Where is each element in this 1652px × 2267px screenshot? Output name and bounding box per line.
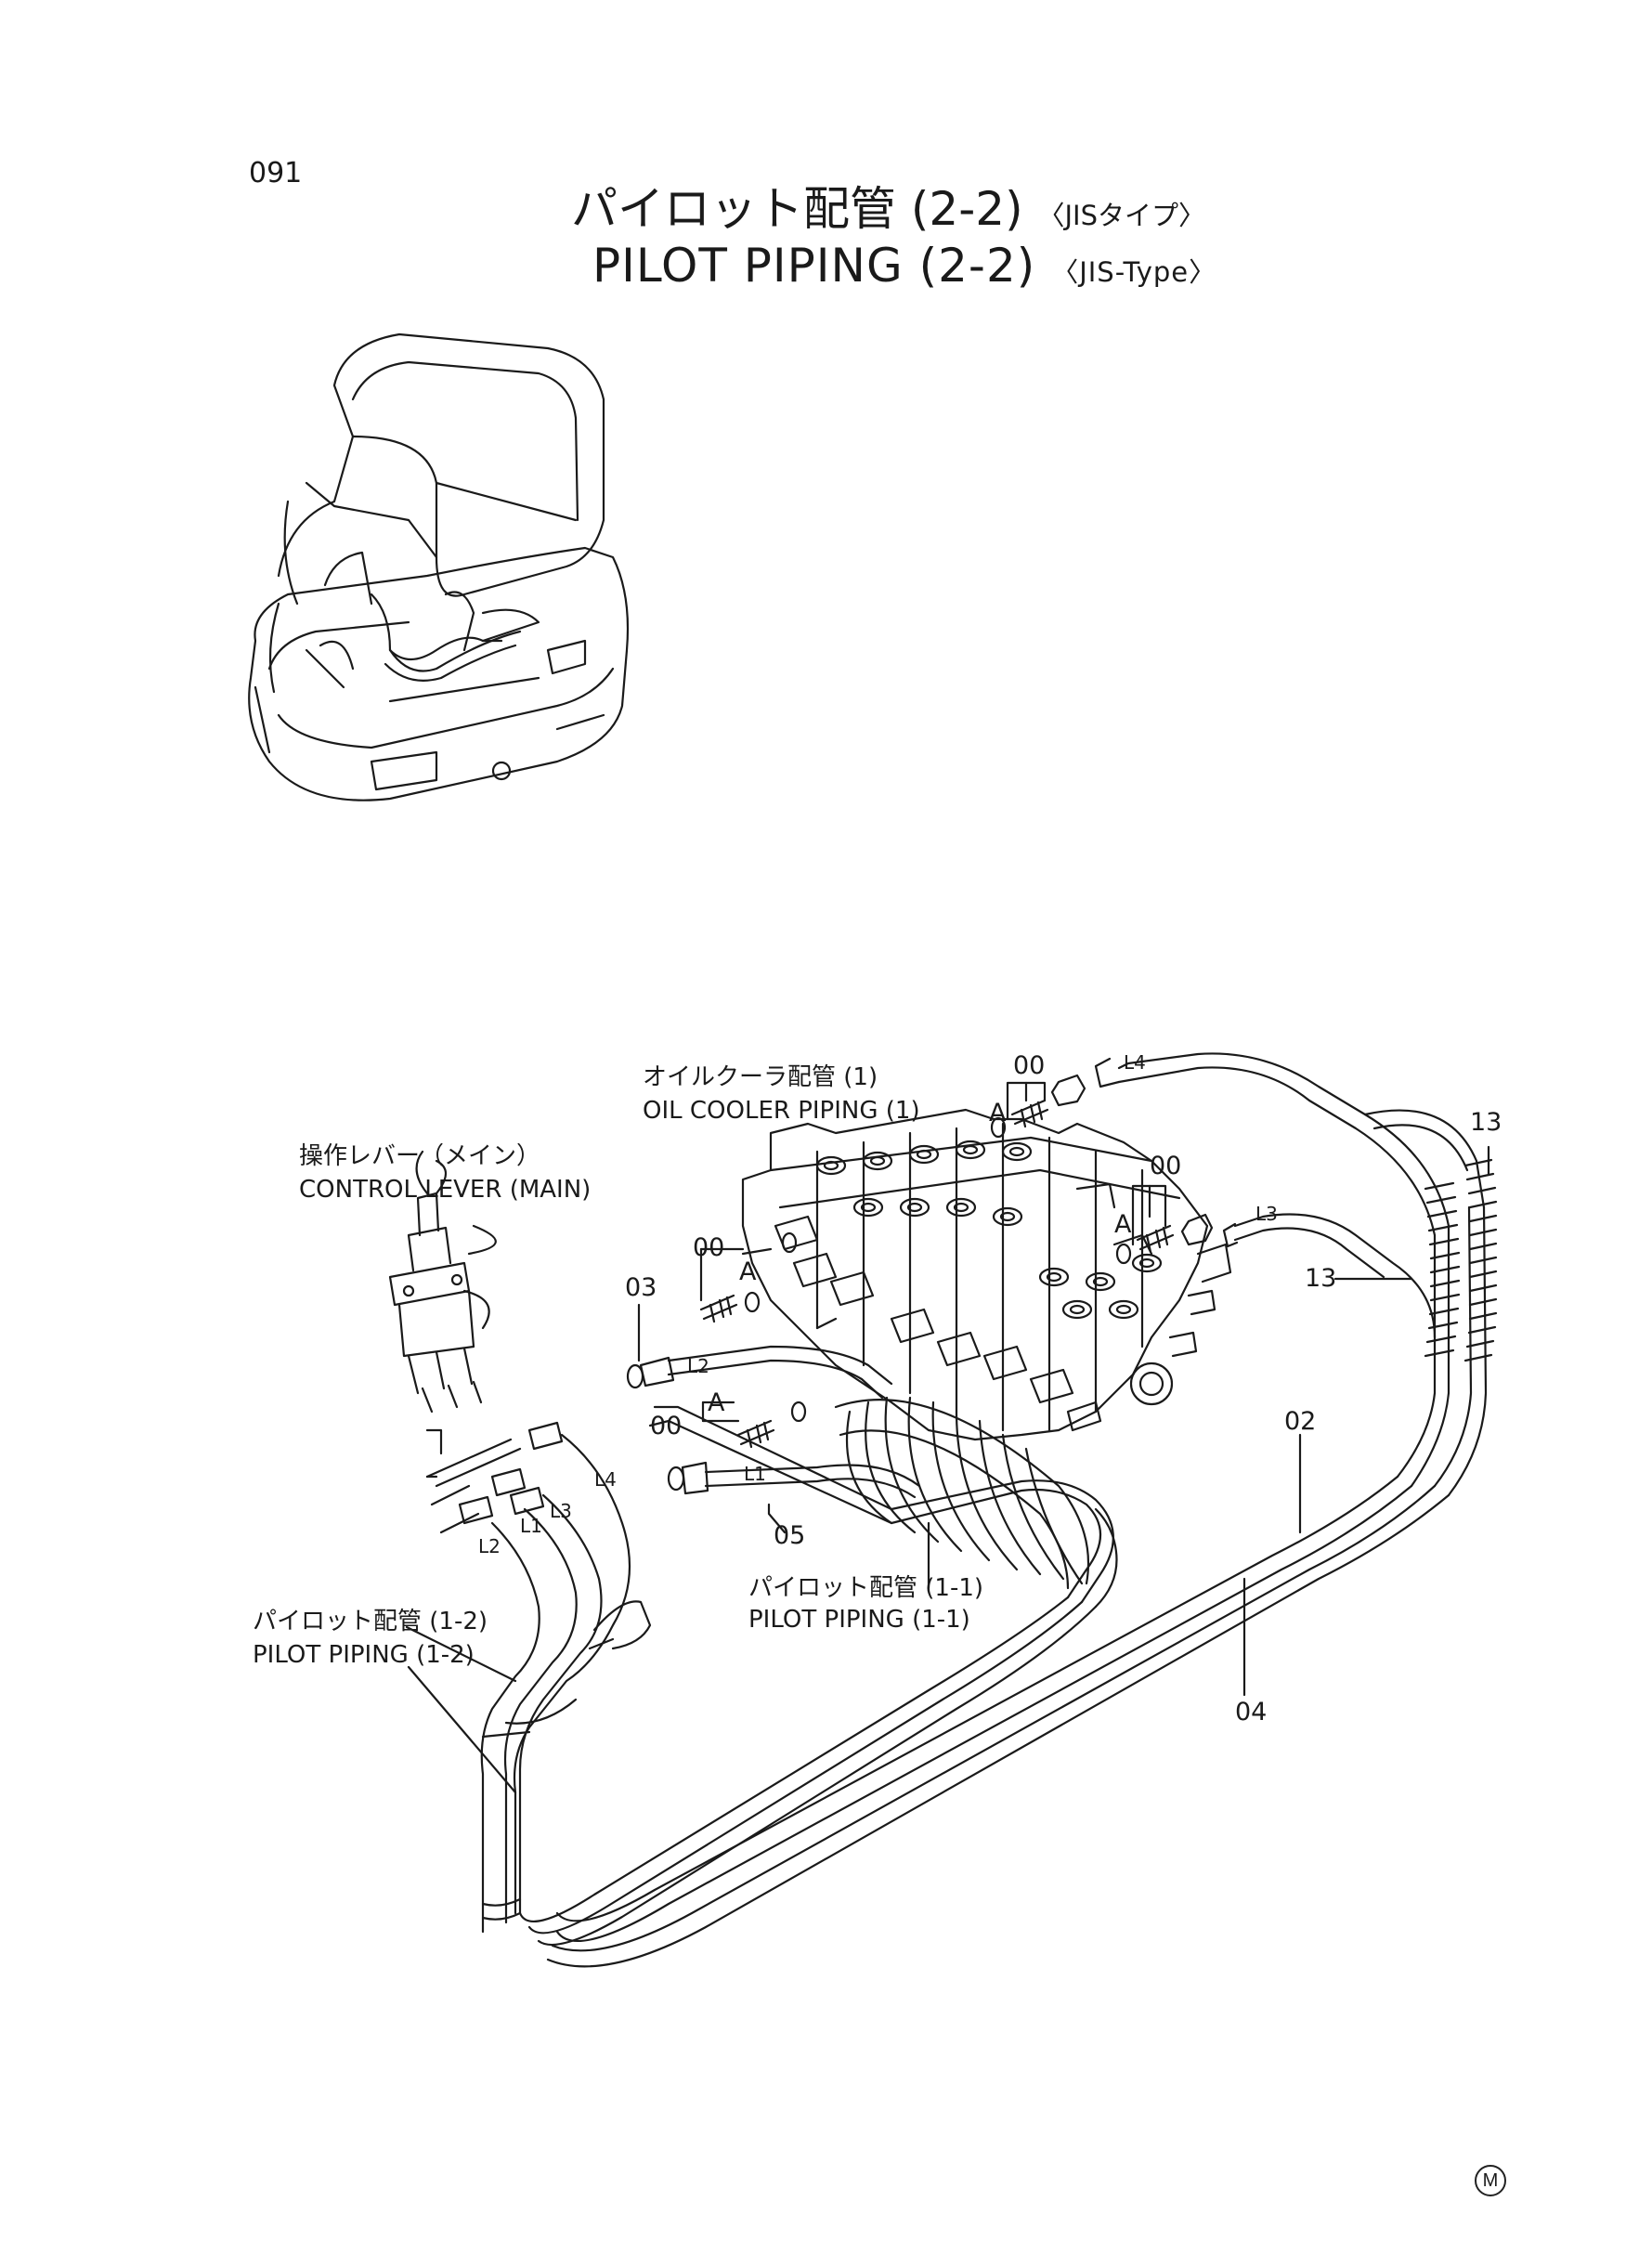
callout-00: 00: [693, 1233, 725, 1262]
page-number: 091: [249, 157, 303, 189]
label-pilot-11-en: PILOT PIPING (1-1): [748, 1606, 970, 1634]
label-pilot-11-jp: パイロット配管 (1-1): [748, 1574, 984, 1602]
line-tag-l3: L3: [550, 1500, 572, 1522]
label-pilot-12-jp: パイロット配管 (1-2): [253, 1608, 488, 1635]
line-tag-l3: L3: [1255, 1203, 1278, 1225]
label-pilot-12-en: PILOT PIPING (1-2): [253, 1641, 475, 1669]
line-tag-l2: L2: [687, 1355, 709, 1377]
long-hoses: [518, 1231, 1450, 1968]
hose-bundle-right: [990, 1052, 1498, 1497]
callout-04: 04: [1235, 1698, 1268, 1726]
leader-lines: [405, 1081, 1490, 1794]
title-jp-sub: 〈JISタイプ〉: [1037, 200, 1205, 231]
callout-A: A: [739, 1257, 757, 1286]
page-title-en: PILOT PIPING (2-2) 〈JIS-Type〉: [592, 242, 1216, 289]
line-tag-l4: L4: [594, 1468, 617, 1491]
page-title-jp: パイロット配管 (2-2) 〈JISタイプ〉: [571, 186, 1205, 232]
label-oil-cooler-en: OIL COOLER PIPING (1): [643, 1097, 920, 1125]
control-valve-illustration: [741, 1108, 1232, 1441]
line-tag-l1: L1: [744, 1463, 766, 1485]
label-control-lever-jp: 操作レバー（メイン）: [299, 1142, 541, 1170]
callout-13: 13: [1305, 1264, 1337, 1293]
excavator-cab-illustration: [248, 332, 630, 801]
title-jp-main: パイロット配管 (2-2): [571, 182, 1023, 236]
callout-00: 00: [1013, 1051, 1046, 1080]
line-tag-l1: L1: [520, 1515, 542, 1537]
callout-A: A: [708, 1388, 725, 1417]
callout-02: 02: [1284, 1407, 1317, 1436]
circled-m-mark: M: [1475, 2165, 1506, 2196]
label-control-lever-en: CONTROL LEVER (MAIN): [299, 1176, 592, 1204]
callout-13: 13: [1470, 1108, 1502, 1137]
label-oil-cooler-jp: オイルクーラ配管 (1): [643, 1063, 878, 1091]
callout-00: 00: [1150, 1152, 1182, 1180]
title-en-main: PILOT PIPING (2-2): [592, 239, 1036, 293]
control-lever-illustration: [388, 1150, 652, 1934]
callout-A: A: [989, 1099, 1007, 1127]
callout-00: 00: [650, 1412, 683, 1440]
title-en-sub: 〈JIS-Type〉: [1051, 256, 1217, 288]
callout-A: A: [1114, 1210, 1132, 1239]
callout-03: 03: [625, 1273, 657, 1302]
line-tag-l4: L4: [1124, 1051, 1146, 1074]
callout-05: 05: [774, 1521, 806, 1550]
line-tag-l2: L2: [478, 1535, 501, 1557]
